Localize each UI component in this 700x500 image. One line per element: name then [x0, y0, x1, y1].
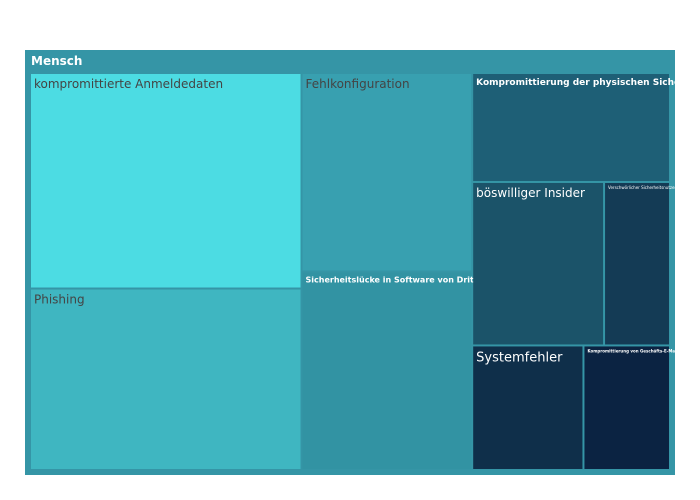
treemap-tile[interactable] [31, 289, 301, 469]
treemap-tile[interactable] [473, 182, 604, 345]
treemap-tile-label: Fehlkonfiguration [306, 77, 410, 91]
treemap-tile[interactable] [302, 74, 472, 271]
treemap-tile-label: Phishing [34, 293, 85, 307]
treemap-tile[interactable] [584, 346, 669, 469]
treemap-tile-label: Kompromittierung der physischen Sicherhe… [476, 78, 700, 88]
treemap-tiles: Mensch kompromittierte AnmeldedatenPhishi… [25, 50, 700, 475]
treemap-tile[interactable] [31, 74, 301, 288]
treemap-tile-label: Sicherheitslücke in Software von Drittan… [306, 276, 522, 285]
treemap-tile-label: Kompromittierung von Geschäfts-E-Mails [587, 348, 680, 353]
treemap-tile-label: Verschwörlicher Sicherheitsnutzernsystem… [608, 185, 700, 190]
treemap-tile[interactable] [302, 272, 472, 470]
treemap-tile-label: Systemfehler [476, 350, 563, 365]
treemap-tile-label: kompromittierte Anmeldedaten [34, 77, 223, 91]
treemap-tile[interactable] [605, 182, 669, 345]
treemap-tile[interactable] [473, 346, 583, 469]
treemap-tile-label: böswilliger Insider [476, 186, 585, 200]
treemap-root-label: Mensch [31, 54, 82, 68]
treemap-tile[interactable] [473, 74, 669, 181]
